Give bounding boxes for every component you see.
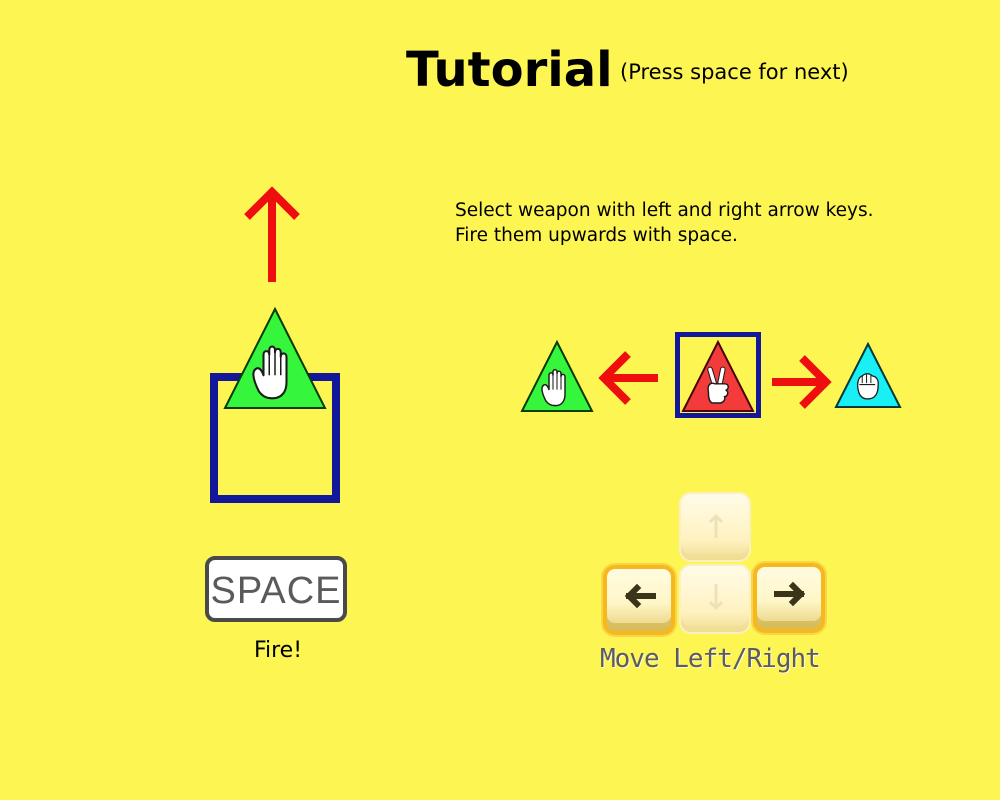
paper-weapon-icon (223, 306, 327, 409)
space-key-icon: SPACE (205, 556, 347, 622)
dark-right-arrow-icon (774, 581, 806, 607)
down-arrow-key-icon (679, 564, 751, 634)
instructions-text: Select weapon with left and right arrow … (455, 198, 874, 248)
faded-up-arrow-icon (708, 513, 724, 538)
instructions-line-2: Fire them upwards with space. (455, 225, 738, 246)
instructions-line-1: Select weapon with left and right arrow … (455, 200, 874, 221)
left-arrow-icon (598, 351, 658, 405)
rock-weapon-option-icon (834, 341, 902, 408)
right-arrow-icon (772, 355, 832, 409)
left-arrow-key-icon (603, 565, 675, 635)
move-caption: Move Left/Right (600, 644, 821, 674)
fire-caption: Fire! (253, 638, 303, 663)
dark-left-arrow-icon (624, 583, 656, 609)
right-arrow-key-icon (753, 563, 825, 633)
scissors-weapon-option-icon (681, 339, 755, 412)
paper-weapon-option-icon (520, 339, 594, 412)
selected-weapon-frame (675, 332, 761, 418)
up-arrow-icon (244, 186, 300, 282)
faded-down-arrow-icon (708, 584, 724, 611)
page-subtitle: (Press space for next) (620, 60, 849, 84)
page-title: Tutorial (406, 42, 613, 98)
up-arrow-key-icon (679, 492, 751, 562)
